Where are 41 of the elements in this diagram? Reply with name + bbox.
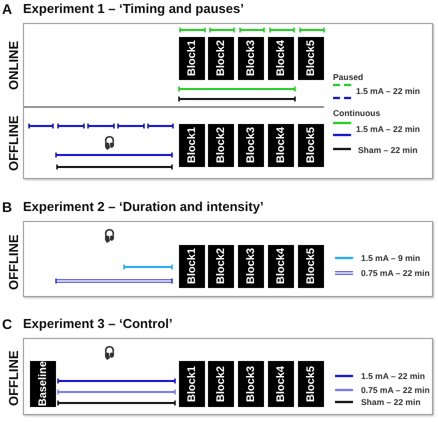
- panel-letter: A: [2, 1, 12, 17]
- legend-heading: Paused: [333, 72, 364, 82]
- block-box: Baseline: [30, 361, 56, 407]
- block-box: Block5: [298, 361, 324, 407]
- block-box: Block3: [238, 37, 264, 80]
- row-label: OFFLINE: [6, 349, 21, 407]
- legend-text: 1.5 mA – 22 min: [356, 124, 420, 134]
- block-box: Block4: [268, 37, 294, 80]
- block-box: Block4: [268, 361, 294, 407]
- panel-letter: C: [2, 316, 12, 332]
- panel-title: Experiment 1 – ‘Timing and pauses’: [23, 1, 244, 16]
- block-box: Block5: [298, 124, 324, 167]
- legend-heading: Continuous: [333, 108, 380, 118]
- legend-text: Sham – 22 min: [358, 145, 418, 155]
- legend-text: 1.5 mA – 22 min: [356, 86, 420, 96]
- row-label: OFFLINE: [6, 234, 21, 290]
- block-box: Block3: [238, 361, 264, 407]
- block-box: Block1: [179, 124, 205, 167]
- block-box: Block2: [208, 245, 234, 288]
- block-box: Block3: [238, 245, 264, 288]
- panel-title: Experiment 3 – ‘Control’: [23, 316, 173, 331]
- panel-letter: B: [2, 199, 12, 215]
- legend-text: 0.75 mA – 22 min: [361, 268, 430, 278]
- block-box: Block1: [179, 37, 205, 80]
- legend-text: 1.5 mA – 22 min: [361, 371, 425, 381]
- block-box: Block1: [179, 361, 205, 407]
- block-box: Block4: [268, 124, 294, 167]
- block-box: Block3: [238, 124, 264, 167]
- block-box: Block2: [208, 124, 234, 167]
- block-box: Block5: [298, 245, 324, 288]
- row-label: OFFLINE: [6, 114, 21, 173]
- legend-text: 1.5 mA – 9 min: [361, 253, 420, 263]
- row-label: ONLINE: [6, 40, 21, 92]
- block-box: Block5: [298, 37, 324, 80]
- block-box: Block4: [268, 245, 294, 288]
- block-box: Block2: [208, 37, 234, 80]
- block-box: Block1: [179, 245, 205, 288]
- legend-text: Sham – 22 min: [361, 397, 421, 407]
- block-box: Block2: [208, 361, 234, 407]
- legend-text: 0.75 mA – 22 min: [361, 385, 430, 395]
- panel-title: Experiment 2 – ‘Duration and intensity’: [23, 199, 264, 214]
